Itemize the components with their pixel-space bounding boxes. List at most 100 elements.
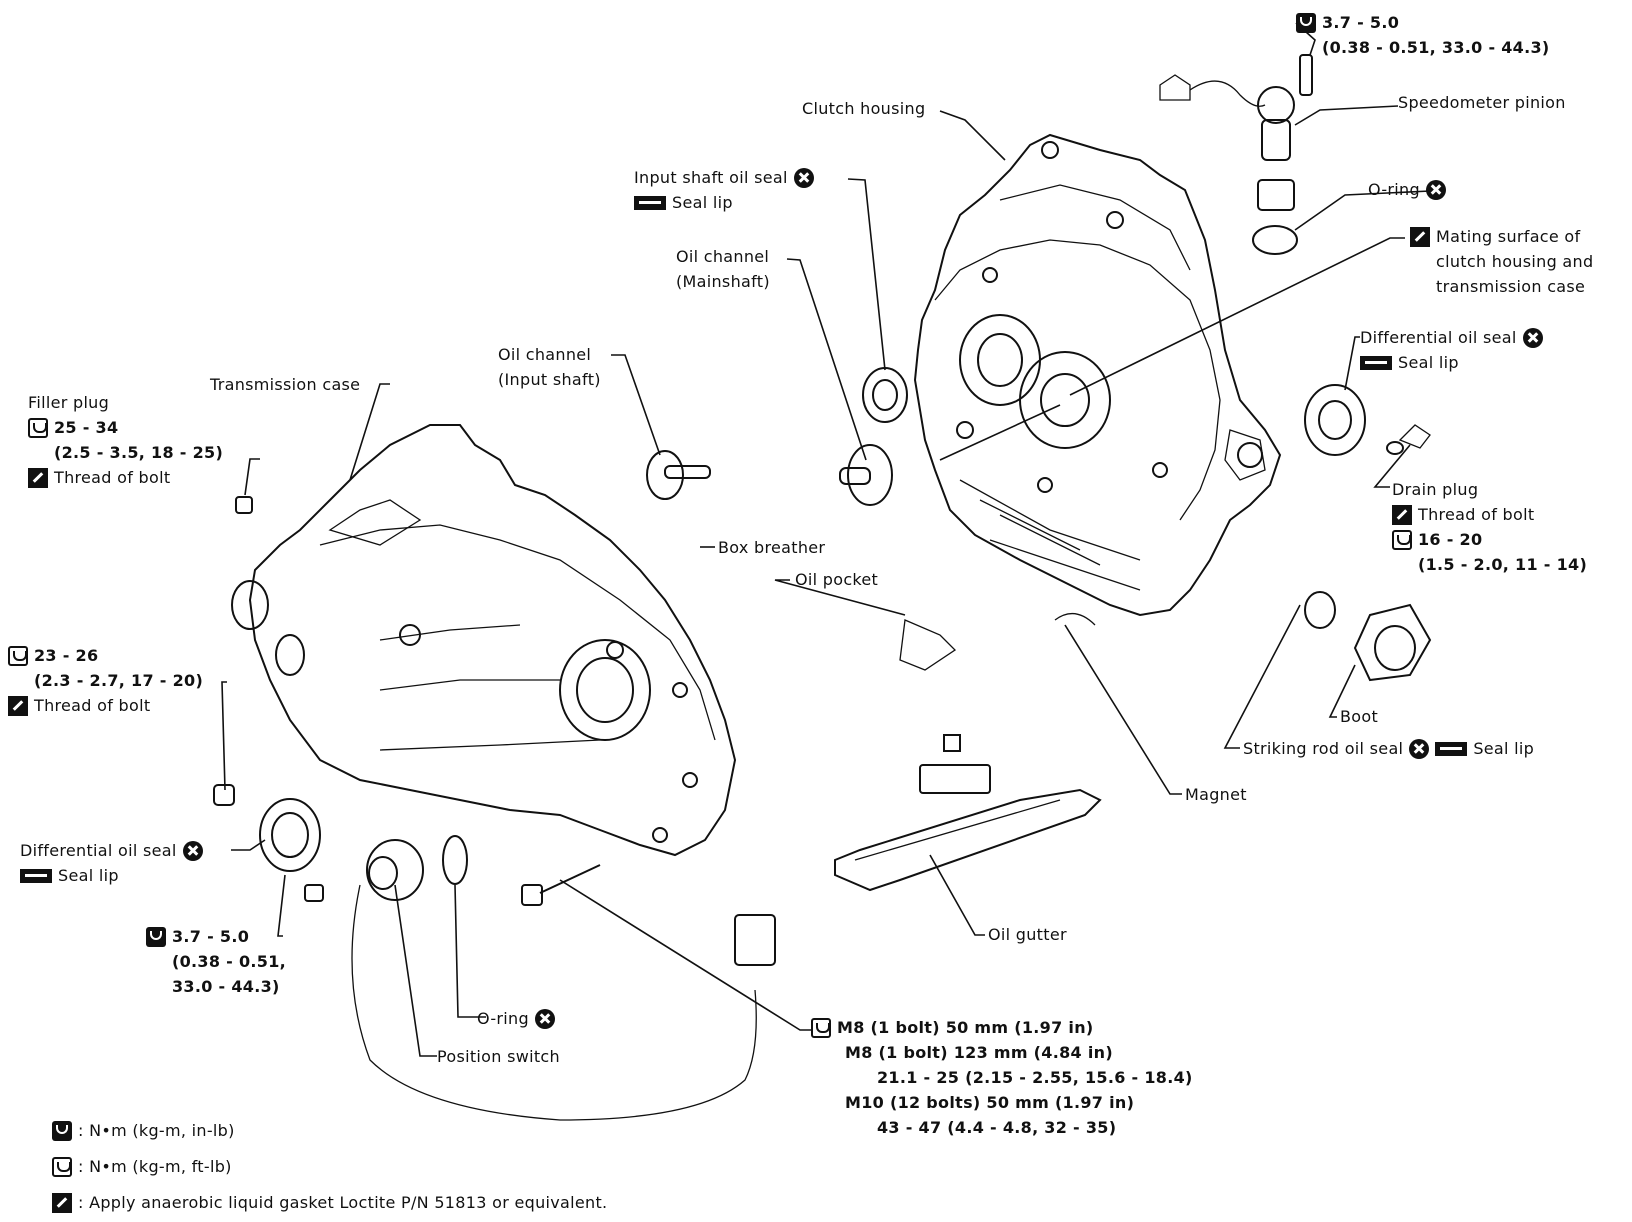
filler-torque-range: (2.5 - 3.5, 18 - 25) [54,443,224,462]
replace-seal-icon [182,840,203,861]
case-bolt-torque-label: 23 - 26 (2.3 - 2.7, 17 - 20) Thread of b… [8,643,203,718]
liquid-gasket-icon [28,467,48,488]
multi-purpose-grease-icon [1435,741,1468,756]
liquid-gasket-icon [1392,504,1412,525]
boot-text: Boot [1340,707,1379,726]
torque-speedometer-bolt: 3.7 - 5.0 (0.38 - 0.51, 33.0 - 44.3) [1296,10,1550,60]
drain-torque-range: (1.5 - 2.0, 11 - 14) [1418,555,1588,574]
thread-of-bolt-text: Thread of bolt [1418,505,1535,524]
replace-seal-icon [1522,327,1543,348]
oil-channel-mainshaft-label: Oil channel (Mainshaft) [676,244,770,294]
legend-item-gasket: : Apply anaerobic liquid gasket Loctite … [78,1193,608,1212]
striking-rod-oil-seal-label: Striking rod oil seal Seal lip [1243,736,1534,761]
seal-lip-text: Seal lip [58,866,119,885]
filler-plug-text: Filler plug [28,393,110,412]
wrench-filled-icon [1296,12,1316,33]
liquid-gasket-icon [52,1193,72,1213]
striking-rod-oil-seal-text: Striking rod oil seal [1243,739,1404,758]
mating-surface-text-3: transmission case [1436,277,1586,296]
case-bolt-torque-range: (2.3 - 2.7, 17 - 20) [34,671,204,690]
torque-range: (0.38 - 0.51, 33.0 - 44.3) [1322,38,1550,57]
transmission-case-label: Transmission case [210,372,360,397]
transmission-case-text: Transmission case [210,375,361,394]
input-shaft-oil-seal-text: Input shaft oil seal [634,168,788,187]
input-shaft-text: (Input shaft) [498,370,601,389]
differential-oil-seal-left-label: Differential oil seal Seal lip [20,838,203,888]
legend-item-in-lb: : N•m (kg-m, in-lb) [78,1121,235,1140]
legend: : N•m (kg-m, in-lb) : N•m (kg-m, ft-lb) … [52,1113,607,1221]
box-breather-text: Box breather [718,538,826,557]
bolt-spec-5: 43 - 47 (4.4 - 4.8, 32 - 35) [877,1118,1117,1137]
o-ring-text: O-ring [477,1009,529,1028]
replace-seal-icon [793,167,814,188]
mating-surface-text: Mating surface of [1436,227,1581,246]
replace-seal-icon [1425,179,1446,200]
differential-oil-seal-text: Differential oil seal [20,841,177,860]
bolt-spec-2: M8 (1 bolt) 123 mm (4.84 in) [845,1043,1113,1062]
wrench-outline-icon [811,1017,831,1038]
multi-purpose-grease-icon [1360,355,1392,370]
replace-seal-icon [534,1008,555,1029]
wrench-outline-icon [8,645,28,666]
switch-torque-value: 3.7 - 5.0 [172,927,250,946]
liquid-gasket-icon [8,695,28,716]
boot-label: Boot [1340,704,1378,729]
legend-item-ft-lb: : N•m (kg-m, ft-lb) [78,1157,232,1176]
input-shaft-oil-seal-label: Input shaft oil seal Seal lip [634,165,814,215]
o-ring-bottom-label: O-ring [477,1006,555,1031]
bolt-spec-1: M8 (1 bolt) 50 mm (1.97 in) [837,1018,1094,1037]
oil-channel-text: Oil channel [676,247,770,266]
mating-surface-label: Mating surface of clutch housing and tra… [1410,224,1593,299]
drain-plug-text: Drain plug [1392,480,1479,499]
wrench-outline-icon [52,1157,72,1177]
transmission-case-drawing [231,424,737,857]
seal-lip-text: Seal lip [672,193,733,212]
oil-pocket-label: Oil pocket [795,567,878,592]
switch-torque-range: (0.38 - 0.51, [172,952,287,971]
case-bolts-spec-label: M8 (1 bolt) 50 mm (1.97 in) M8 (1 bolt) … [811,1015,1193,1140]
multi-purpose-grease-icon [634,195,666,210]
wrench-outline-icon [1392,529,1412,550]
wrench-filled-icon [52,1121,72,1141]
torque-value: 3.7 - 5.0 [1322,13,1400,32]
oil-channel-input-label: Oil channel (Input shaft) [498,342,601,392]
filler-torque-value: 25 - 34 [54,418,119,437]
differential-oil-seal-right-label: Differential oil seal Seal lip [1360,325,1543,375]
drain-torque-value: 16 - 20 [1418,530,1483,549]
bolt-spec-3: 21.1 - 25 (2.15 - 2.55, 15.6 - 18.4) [877,1068,1193,1087]
clutch-housing-text: Clutch housing [802,99,926,118]
magnet-text: Magnet [1185,785,1247,804]
speedometer-pinion-text: Speedometer pinion [1398,93,1566,112]
oil-gutter-label: Oil gutter [988,922,1067,947]
oil-gutter-text: Oil gutter [988,925,1067,944]
oil-pocket-text: Oil pocket [795,570,879,589]
bolt-spec-4: M10 (12 bolts) 50 mm (1.97 in) [845,1093,1135,1112]
filler-plug-label: Filler plug 25 - 34 (2.5 - 3.5, 18 - 25)… [28,390,223,490]
speedometer-pinion-label: Speedometer pinion [1398,90,1566,115]
differential-oil-seal-text: Differential oil seal [1360,328,1517,347]
magnet-label: Magnet [1185,782,1247,807]
mating-surface-text-2: clutch housing and [1436,252,1594,271]
seal-lip-text: Seal lip [1398,353,1459,372]
box-breather-label: Box breather [718,535,825,560]
clutch-housing-label: Clutch housing [802,96,925,121]
clutch-housing-drawing [913,133,1282,617]
position-switch-label: Position switch [437,1044,560,1069]
multi-purpose-grease-icon [20,868,52,883]
mainshaft-text: (Mainshaft) [676,272,770,291]
o-ring-top-label: O-ring [1368,177,1446,202]
o-ring-text: O-ring [1368,180,1420,199]
position-switch-torque-label: 3.7 - 5.0 (0.38 - 0.51, 33.0 - 44.3) [146,924,286,999]
liquid-gasket-icon [1410,226,1430,247]
seal-lip-text: Seal lip [1473,739,1535,758]
thread-of-bolt-text: Thread of bolt [34,696,151,715]
switch-torque-range-2: 33.0 - 44.3) [172,977,280,996]
wrench-filled-icon [146,926,166,947]
oil-channel-text: Oil channel [498,345,592,364]
replace-seal-icon [1409,738,1430,759]
thread-of-bolt-text: Thread of bolt [54,468,171,487]
wrench-outline-icon [28,417,48,438]
drain-plug-label: Drain plug Thread of bolt 16 - 20 (1.5 -… [1392,477,1587,577]
